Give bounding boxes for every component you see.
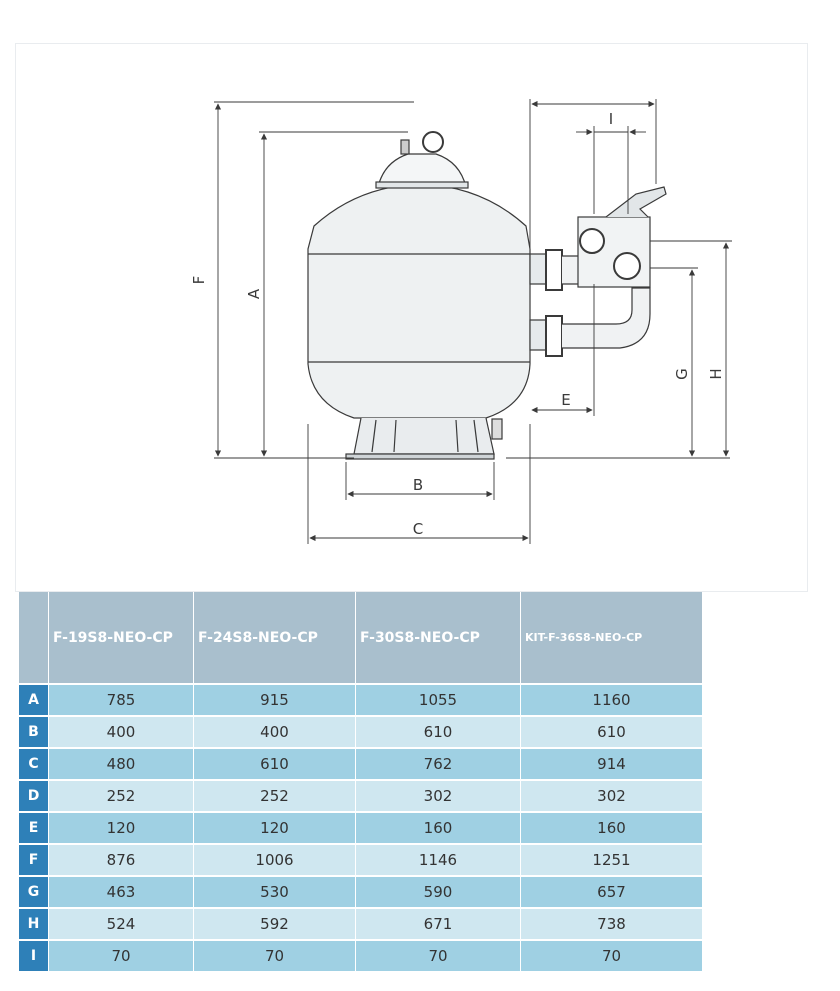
column-header-model: F-30S8-NEO-CP xyxy=(356,592,521,683)
table-cell: 463 xyxy=(49,875,194,907)
technical-drawing-panel: F A B C I E G H xyxy=(15,43,808,592)
table-cell: 671 xyxy=(356,907,521,939)
table-cell: 592 xyxy=(194,907,356,939)
table-cell: 914 xyxy=(521,747,703,779)
dim-label-h: H xyxy=(707,368,725,379)
table-cell: 610 xyxy=(521,715,703,747)
table-cell: 1146 xyxy=(356,843,521,875)
dim-label-e: E xyxy=(561,391,570,409)
dim-label-g: G xyxy=(673,368,691,380)
table-cell: 160 xyxy=(521,811,703,843)
table-cell: 120 xyxy=(49,811,194,843)
table-cell: 610 xyxy=(194,747,356,779)
table-cell: 762 xyxy=(356,747,521,779)
row-label: C xyxy=(19,747,49,779)
table-cell: 70 xyxy=(194,939,356,971)
table-corner-cell xyxy=(19,592,49,683)
table-cell: 530 xyxy=(194,875,356,907)
row-label: I xyxy=(19,939,49,971)
dim-label-i: I xyxy=(609,110,613,128)
table-cell: 915 xyxy=(194,683,356,715)
tank-top-dome xyxy=(377,153,467,188)
row-label: G xyxy=(19,875,49,907)
table-cell: 480 xyxy=(49,747,194,779)
table-cell: 738 xyxy=(521,907,703,939)
table-cell: 610 xyxy=(356,715,521,747)
dim-label-b: B xyxy=(413,476,423,494)
table-cell: 524 xyxy=(49,907,194,939)
row-label: D xyxy=(19,779,49,811)
row-label: A xyxy=(19,683,49,715)
dim-label-a: A xyxy=(245,288,263,299)
table-cell: 252 xyxy=(194,779,356,811)
table-cell: 302 xyxy=(521,779,703,811)
column-header-model: F-19S8-NEO-CP xyxy=(49,592,194,683)
tank-body xyxy=(307,183,531,419)
table-header-row: F-19S8-NEO-CP F-24S8-NEO-CP F-30S8-NEO-C… xyxy=(19,592,703,683)
table-cell: 1055 xyxy=(356,683,521,715)
table-cell: 400 xyxy=(194,715,356,747)
column-header-model: KIT-F-36S8-NEO-CP xyxy=(521,592,703,683)
table-cell: 1006 xyxy=(194,843,356,875)
table-cell: 590 xyxy=(356,875,521,907)
table-cell: 302 xyxy=(356,779,521,811)
pressure-gauge xyxy=(422,131,444,153)
table-cell: 252 xyxy=(49,779,194,811)
table-cell: 657 xyxy=(521,875,703,907)
table-cell: 400 xyxy=(49,715,194,747)
table-cell: 785 xyxy=(49,683,194,715)
table-cell: 160 xyxy=(356,811,521,843)
row-label: E xyxy=(19,811,49,843)
row-label: B xyxy=(19,715,49,747)
row-label: F xyxy=(19,843,49,875)
table-cell: 120 xyxy=(194,811,356,843)
filter-dimension-drawing: F A B C I E G H xyxy=(190,99,732,544)
table-cell: 876 xyxy=(49,843,194,875)
table-cell: 70 xyxy=(49,939,194,971)
table-cell: 70 xyxy=(521,939,703,971)
dim-label-c: C xyxy=(413,520,423,538)
table-cell: 70 xyxy=(356,939,521,971)
dimensions-table: F-19S8-NEO-CP F-24S8-NEO-CP F-30S8-NEO-C… xyxy=(19,592,703,971)
table-cell: 1251 xyxy=(521,843,703,875)
row-label: H xyxy=(19,907,49,939)
table-cell: 1160 xyxy=(521,683,703,715)
column-header-model: F-24S8-NEO-CP xyxy=(194,592,356,683)
dim-label-f: F xyxy=(190,276,208,285)
